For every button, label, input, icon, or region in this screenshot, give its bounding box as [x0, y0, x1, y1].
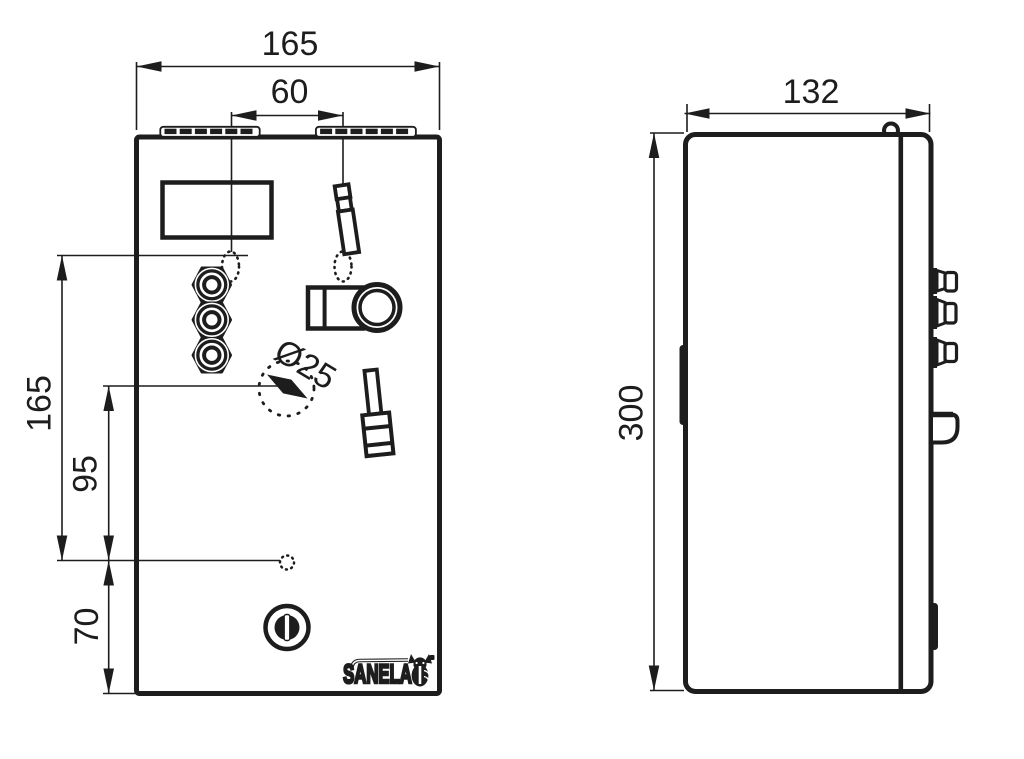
svg-text:SANELA: SANELA — [343, 659, 412, 689]
svg-text:300: 300 — [613, 385, 651, 442]
svg-text:95: 95 — [67, 455, 105, 493]
svg-text:165: 165 — [262, 25, 319, 63]
svg-text:70: 70 — [68, 608, 106, 646]
svg-text:165: 165 — [21, 375, 59, 432]
svg-text:SANELA: SANELA — [343, 659, 412, 689]
svg-text:132: 132 — [783, 73, 840, 111]
svg-text:60: 60 — [271, 73, 309, 111]
